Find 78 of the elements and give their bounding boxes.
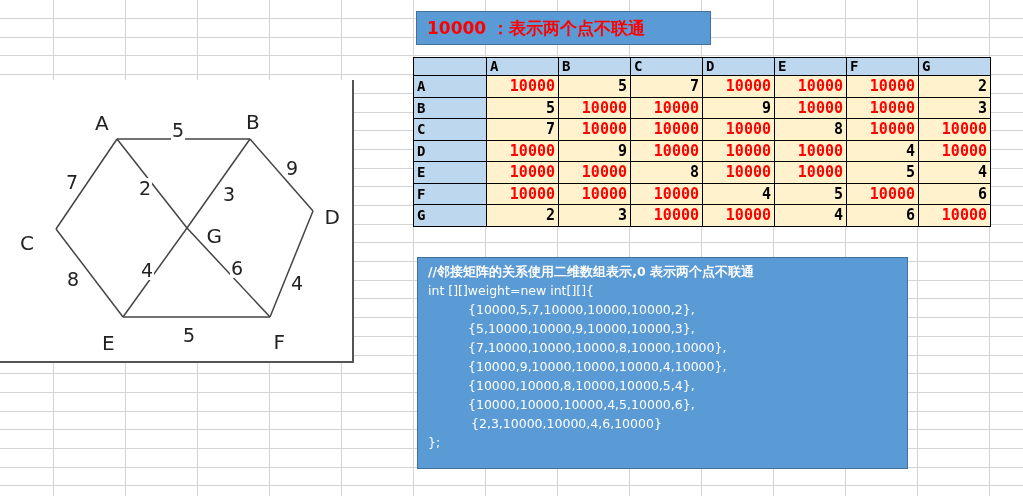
vertex-label: G	[187, 225, 222, 246]
table-cell: 10000	[918, 118, 991, 141]
code-line: int [][]weight=new int[][]{	[428, 282, 595, 300]
header-cell: C	[413, 118, 487, 141]
code-line: {10000,10000,10000,4,5,10000,6},	[467, 396, 696, 414]
table-cell: 5	[486, 97, 559, 119]
header-cell: E	[413, 161, 487, 184]
edge-label: 5	[182, 325, 197, 345]
edge-line	[186, 138, 251, 229]
title-text: 10000 ：表示两个点不联通	[427, 18, 646, 38]
table-cell: 10000	[918, 204, 991, 227]
table-cell: 4	[774, 204, 847, 227]
edge-line	[249, 138, 314, 212]
table-cell: 10000	[774, 140, 847, 162]
header-cell: F	[413, 183, 487, 205]
header-cell: G	[413, 204, 487, 227]
edge-line	[122, 227, 188, 318]
table-cell: 10000	[702, 204, 775, 227]
edge-line	[186, 227, 271, 318]
table-cell: 2	[486, 204, 559, 227]
table-cell: 5	[774, 183, 847, 205]
table-cell: 4	[846, 140, 919, 162]
table-cell: 10000	[486, 140, 559, 162]
code-line: {7,10000,10000,10000,8,10000,10000},	[467, 339, 728, 357]
table-cell: 10000	[774, 97, 847, 119]
table-cell: 9	[702, 97, 775, 119]
title-box	[416, 11, 711, 45]
table-cell: 10000	[630, 204, 703, 227]
edge-label: 8	[66, 269, 81, 289]
edge-label: 5	[171, 120, 186, 140]
code-line: {10000,5,7,10000,10000,10000,2},	[467, 301, 696, 319]
header-cell: B	[413, 97, 487, 119]
edge-label: 4	[140, 260, 155, 280]
table-cell: 3	[558, 204, 631, 227]
vertex-label: C	[20, 229, 56, 253]
edge-label: 9	[285, 158, 300, 178]
vertex-label: B	[246, 112, 262, 139]
edge-line	[55, 228, 124, 318]
table-cell: 4	[918, 161, 991, 184]
table-cell: 6	[918, 183, 991, 205]
table-cell: 10000	[630, 97, 703, 119]
code-line: {10000,9,10000,10000,10000,4,10000},	[467, 358, 728, 376]
table-cell: 10000	[558, 183, 631, 205]
vertex-label: A	[95, 113, 117, 139]
vertex-label: E	[102, 317, 123, 353]
edge-label: 4	[290, 273, 305, 293]
edge-label: 3	[222, 184, 237, 204]
edge-label: 2	[138, 178, 153, 198]
table-cell: 10000	[630, 140, 703, 162]
code-line: {10000,10000,8,10000,10000,5,4},	[467, 377, 696, 395]
table-cell: 10000	[558, 97, 631, 119]
table-cell: 2	[918, 75, 991, 98]
table-cell: 10000	[846, 97, 919, 119]
table-cell: 4	[702, 183, 775, 205]
vertex-label: F	[265, 317, 285, 352]
vertex-label: D	[313, 205, 340, 230]
edge-line	[116, 138, 188, 229]
table-cell: 9	[558, 140, 631, 162]
edge-label: 7	[65, 172, 80, 192]
table-cell: 3	[918, 97, 991, 119]
table-cell: 10000	[702, 140, 775, 162]
table-cell: 6	[846, 204, 919, 227]
edge-label: 6	[230, 258, 245, 278]
edge-line	[116, 138, 251, 140]
edge-line	[122, 316, 271, 318]
header-cell: A	[413, 75, 487, 98]
table-cell: 10000	[846, 183, 919, 205]
header-cell: D	[413, 140, 487, 162]
table-cell: 10000	[630, 183, 703, 205]
code-line: };	[428, 434, 442, 452]
table-cell: 10000	[918, 140, 991, 162]
code-line: {2,3,10000,10000,4,6,10000}	[470, 415, 663, 433]
code-box	[417, 257, 908, 469]
table-cell: 10000	[486, 183, 559, 205]
edge-line	[269, 210, 314, 318]
code-comment: //邻接矩阵的关系使用二维数组表示,0 表示两个点不联通	[428, 263, 755, 281]
edge-line	[55, 138, 118, 230]
code-line: {5,10000,10000,9,10000,10000,3},	[467, 320, 696, 338]
